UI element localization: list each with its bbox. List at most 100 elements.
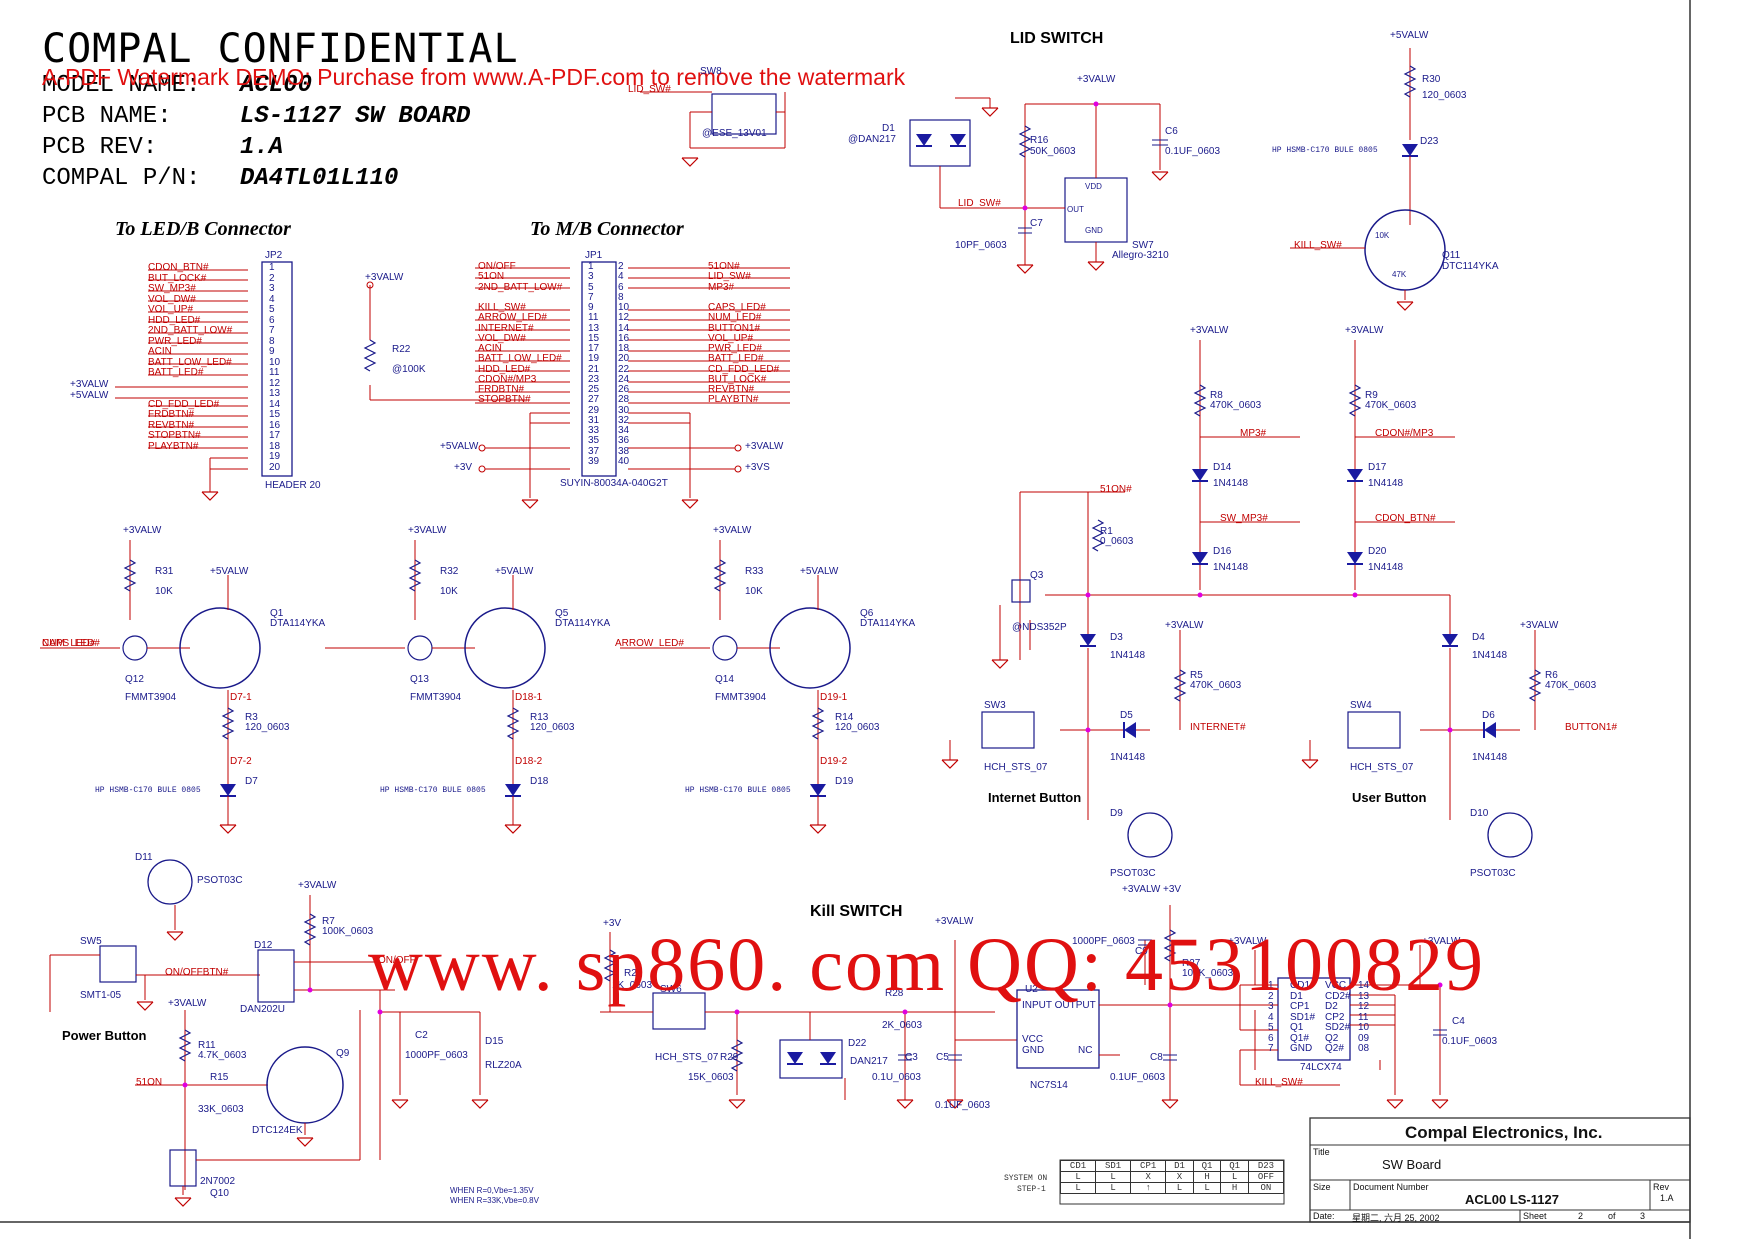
tb-company: Compal Electronics, Inc. [1405, 1123, 1603, 1142]
jp1-rnet-3: MP3# [708, 281, 735, 293]
jp1-lnet-13: FRDBTN# [478, 384, 525, 395]
jp1-lpin-2: 3 [588, 271, 594, 283]
ks-d22-part: DAN217 [850, 1056, 888, 1067]
led-net1-2: D19-1 [820, 692, 848, 703]
jp1-rpin-1: 2 [618, 261, 624, 272]
u3-rname-3: CP2 [1325, 1011, 1345, 1023]
jp1-pwr-3v: +3V [454, 462, 473, 473]
ks-r28-ref: R28 [885, 988, 904, 999]
r22-power: +3VALW [365, 272, 404, 283]
jp1-lpin-20: 39 [588, 455, 600, 467]
r22-value: @100K [392, 364, 426, 375]
jp1-lpin-3: 5 [588, 281, 594, 293]
tt-r2-4: L [1192, 1182, 1222, 1194]
jp2-net-5: VOL_UP# [148, 304, 194, 315]
jp2-net-15: FRDBTN# [148, 409, 195, 420]
jp1-lnet-8: VOL_DW# [478, 332, 526, 344]
lid-switch-title: LID SWITCH [1010, 30, 1104, 47]
pb-pwr-3valw: +3VALW [298, 880, 337, 891]
jp1-lnet-7: INTERNET# [478, 322, 534, 334]
ks-r26-ref: R26 [624, 968, 643, 979]
btn-d6-ref: D6 [1482, 710, 1495, 721]
jp1-lpin-16: 31 [588, 414, 600, 426]
pb-d11-part: PSOT03C [197, 875, 243, 886]
btn-pwr-left: +3VALW [1165, 620, 1204, 631]
btn-sw3-part: HCH_STS_07 [984, 762, 1048, 773]
btn-sw4-part: HCH_STS_07 [1350, 762, 1414, 773]
led-net2-0: D7-2 [230, 756, 252, 767]
tt-head-6: D23 [1247, 1160, 1285, 1172]
tt-row2-label: STEP-1 [1017, 1185, 1046, 1194]
tt-head-3: D1 [1165, 1160, 1194, 1172]
lid-sw7-ref: SW7 [1132, 240, 1154, 251]
jp1-lnet-2: 51ON [478, 271, 505, 283]
dm-q3-ref: Q3 [1030, 570, 1044, 581]
tr-q11-r1: 10K [1375, 231, 1390, 240]
jp1-rpin-6: 12 [618, 312, 630, 324]
ks-u2-ref: U2 [1025, 984, 1038, 995]
pb-r15-value: 33K_0603 [198, 1104, 244, 1115]
jp1-rnet-9: PWR_LED# [708, 343, 762, 354]
jp1-pwr-3vs: +3VS [745, 462, 770, 473]
led-qpref-0: Q1 [270, 608, 284, 619]
lid-sw8-net: LID_SW# [628, 84, 671, 95]
pb-d12-part: DAN202U [240, 1004, 286, 1015]
u3-lpin-0: 1 [1268, 980, 1274, 991]
jp1-rpin-18: 36 [618, 435, 630, 447]
jp2-net-3: SW_MP3# [148, 283, 196, 294]
tr-d23-ref: D23 [1420, 136, 1439, 147]
led-pwr3-2: +3VALW [713, 525, 752, 536]
jp1-lpin-13: 25 [588, 384, 600, 395]
btn-sw4-ref: SW4 [1350, 700, 1372, 711]
jp1-rnet-2: LID_SW# [708, 271, 751, 283]
led-qref-1: Q13 [410, 674, 429, 685]
jp1-rnet-5: CAPS_LED# [708, 302, 766, 313]
ks-pwr-b: +3V [1163, 884, 1182, 895]
ks-u2-gnd: GND [1022, 1045, 1045, 1056]
ks-c3-ref: C3 [905, 1052, 918, 1063]
jp2-net-9: ACIN [148, 346, 172, 357]
jp2-pin-18: 18 [269, 440, 281, 452]
dm-r9-ref: R9 [1365, 390, 1378, 401]
site-watermark: www. sp860. com QQ: 453100829 [368, 923, 1486, 1007]
tb-rev-label: Rev [1653, 1182, 1670, 1192]
jp1-lpin-5: 9 [588, 302, 594, 313]
ks-u2-part: NC7S14 [1030, 1080, 1068, 1091]
pb-onoff-net: ON/OFFBTN# [165, 967, 229, 978]
power-button-title: Power Button [62, 1028, 147, 1043]
u3-lpin-5: 6 [1268, 1032, 1274, 1044]
jp1-rpin-13: 26 [618, 384, 630, 395]
tt-r2-6: ON [1247, 1182, 1285, 1194]
jp2-net-4: VOL_DW# [148, 293, 196, 305]
led-qpref-2: Q6 [860, 608, 874, 619]
lid-c7-ref: C7 [1030, 218, 1043, 229]
pb-r11-value: 4.7K_0603 [198, 1050, 247, 1061]
jp1-rpin-19: 38 [618, 445, 630, 457]
led-pwr5-1: +5VALW [495, 566, 534, 577]
tb-of: 3 [1640, 1211, 1646, 1221]
jp2-pin-6: 6 [269, 314, 275, 326]
jp1-pwr-5valw: +5VALW [440, 441, 479, 452]
led-qppart-1: DTA114YKA [555, 618, 611, 629]
ks-u3-part: 74LCX74 [1300, 1062, 1342, 1073]
led-ref-0: D7 [245, 776, 258, 787]
tb-date: 星期二, 六月 25, 2002 [1352, 1213, 1440, 1223]
jp1-lpin-18: 35 [588, 435, 600, 447]
kill-switch-title: Kill SWITCH [810, 903, 903, 920]
ks-u2-nc: NC [1078, 1045, 1093, 1056]
u3-rname-5: Q2 [1325, 1032, 1339, 1044]
tb-docnum: ACL00 LS-1127 [1465, 1192, 1559, 1207]
btn-d6-part: 1N4148 [1472, 752, 1508, 763]
tr-q11-r2: 47K [1392, 270, 1407, 279]
dm-d20-ref: D20 [1368, 546, 1387, 557]
jp2-pin-7: 7 [269, 325, 275, 336]
ks-sw6-ref: SW6 [660, 984, 682, 995]
pb-d15-part: RLZ20A [485, 1060, 522, 1071]
ks-u3-pwr: +3VALW [1228, 936, 1267, 947]
led-net-2: ARROW_LED# [615, 638, 684, 649]
u3-rpin-6: 08 [1358, 1043, 1370, 1054]
tr-r30-value: 120_0603 [1422, 90, 1467, 101]
u3-lname-0: CD1 [1290, 980, 1311, 991]
jp2-power-3v: +3VALW [70, 379, 109, 390]
btn-r5-value: 470K_0603 [1190, 680, 1242, 691]
